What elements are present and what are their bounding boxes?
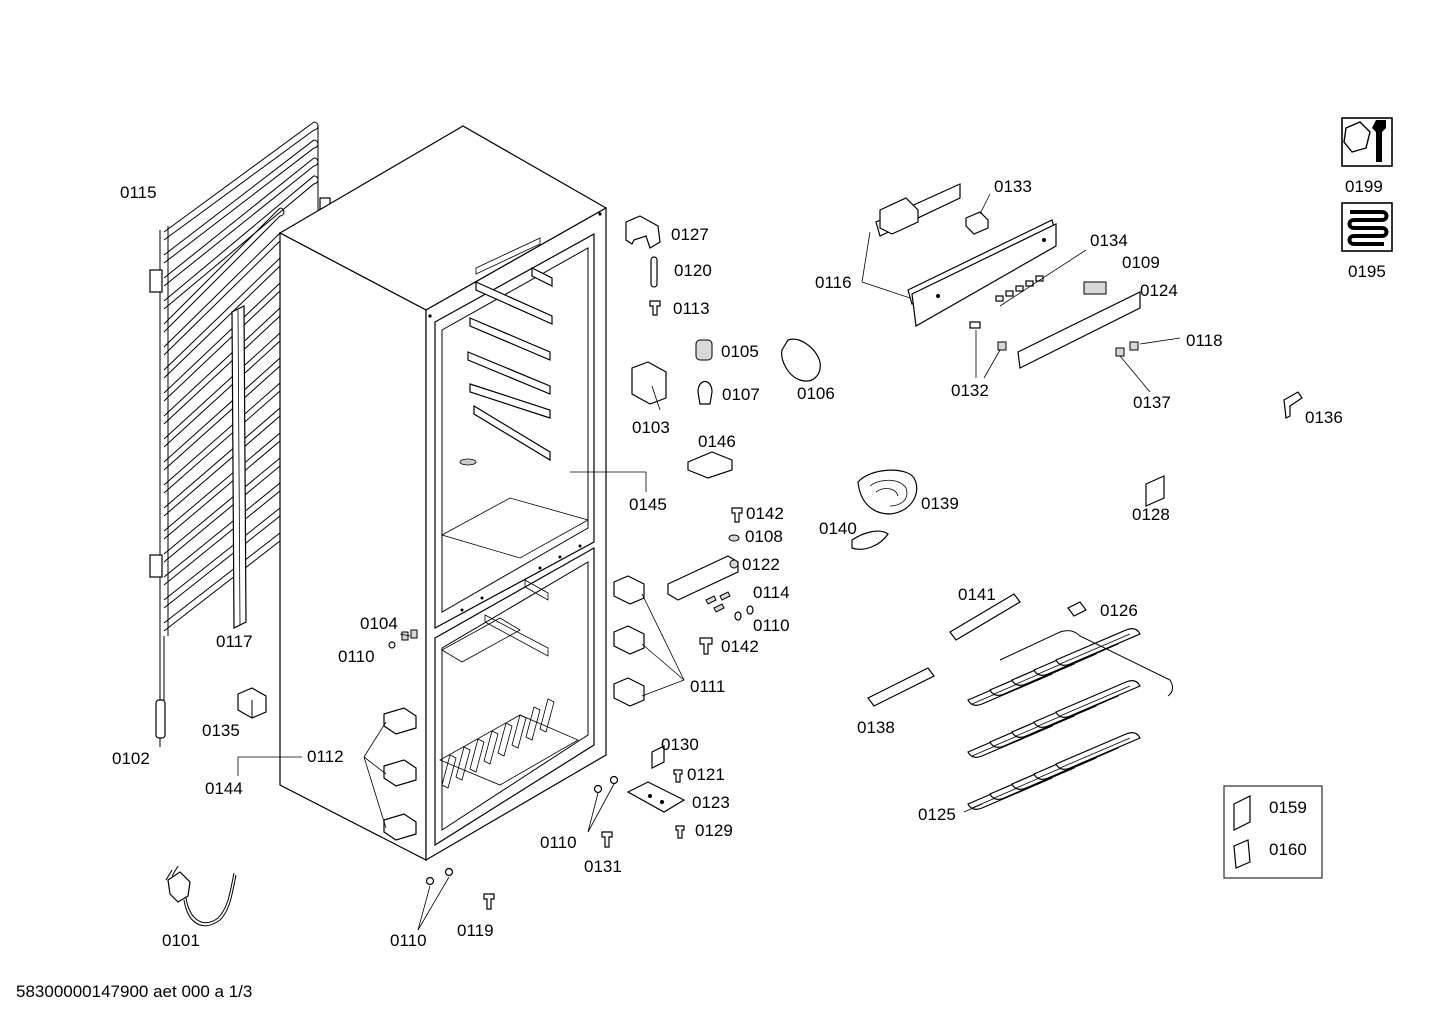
label-0105: 0105 [721,342,759,361]
label-0119: 0119 [457,921,494,940]
label-0160: 0160 [1269,840,1307,859]
support-bar [231,305,247,629]
label-0142-top: 0142 [746,504,784,523]
label-0138: 0138 [857,718,895,737]
label-0110-mid: 0110 [753,616,790,635]
label-0102: 0102 [112,749,150,768]
label-0199: 0199 [1345,177,1383,196]
part-labels: 0115 0117 0102 0135 0144 0112 0101 0104 … [112,177,1386,950]
label-0125: 0125 [918,805,956,824]
heater-coil-icon [1341,202,1393,252]
label-0126: 0126 [1100,601,1138,620]
label-0112: 0112 [307,747,344,766]
label-0107: 0107 [722,385,760,404]
label-0110-bottom: 0110 [390,931,427,950]
evaporator-tubes [867,593,1087,707]
label-0111: 0111 [690,677,725,696]
label-0118: 0118 [1186,331,1223,350]
label-0117: 0117 [216,632,253,651]
label-0114: 0114 [753,583,790,602]
label-0146: 0146 [698,432,736,451]
accessory-box [1223,785,1323,879]
cabinet [278,125,608,862]
label-0195: 0195 [1348,262,1386,281]
label-0122: 0122 [742,555,780,574]
filter-dryer [155,699,166,747]
label-0139: 0139 [921,494,959,513]
label-0130: 0130 [661,735,699,754]
document-id: 58300000147900 aet 000 a 1/3 [16,982,252,1001]
evaporator-coils [967,628,1174,810]
label-0106: 0106 [797,384,835,403]
label-0145: 0145 [629,495,667,514]
label-0131: 0131 [584,857,622,876]
label-0124: 0124 [1140,281,1178,300]
label-0142-bottom: 0142 [721,637,759,656]
label-0137: 0137 [1133,393,1171,412]
label-0108: 0108 [745,527,783,546]
power-cord [165,865,237,927]
label-0110-right: 0110 [540,833,577,852]
label-0121: 0121 [687,765,725,784]
label-0127: 0127 [671,225,709,244]
label-0140: 0140 [819,519,857,538]
connector-block [237,687,267,719]
label-0104: 0104 [360,614,398,633]
misc-clips [1145,391,1303,507]
label-0141: 0141 [958,585,996,604]
thermostat-parts [625,215,821,839]
label-0136: 0136 [1305,408,1343,427]
label-0135: 0135 [202,721,240,740]
control-housing [875,183,1141,369]
label-0128: 0128 [1132,505,1170,524]
label-0129: 0129 [695,821,733,840]
small-screws [388,629,619,910]
label-0123: 0123 [692,793,730,812]
label-0113: 0113 [673,299,710,318]
label-0103: 0103 [632,418,670,437]
door-bearing-blocks [613,575,645,707]
wrench-nut-icon [1341,117,1393,167]
hinge-blocks-left [383,707,417,841]
label-0144: 0144 [205,779,243,798]
label-0109: 0109 [1122,253,1160,272]
label-0110-left: 0110 [338,647,375,666]
label-0116: 0116 [815,273,852,292]
label-0133: 0133 [994,177,1032,196]
label-0134: 0134 [1090,231,1128,250]
label-0159: 0159 [1269,798,1307,817]
label-0101: 0101 [162,931,200,950]
leader-lines [237,193,1181,931]
label-0132: 0132 [951,381,989,400]
label-0115: 0115 [120,183,157,202]
label-0120: 0120 [674,261,712,280]
evaporator-fan [851,469,918,550]
